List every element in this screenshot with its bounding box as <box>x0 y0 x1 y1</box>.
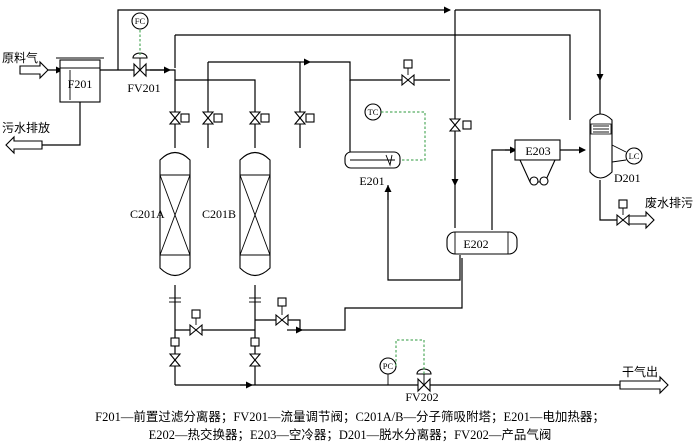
air-cooler-e203 <box>514 139 561 186</box>
flow-valve-label: FV201 <box>127 81 160 95</box>
sewage-label: 污水排放 <box>2 120 50 135</box>
heater-return-pipe <box>387 185 461 281</box>
pressure-controller-label: PC <box>383 361 394 371</box>
temp-controller-label: TC <box>368 107 379 117</box>
flow-controller <box>131 12 149 56</box>
heater-feed-pipe <box>310 61 450 81</box>
stream-arrows <box>5 60 669 395</box>
legend-line-2: E202—热交换器；E203—空冷器；D201—脱水分离器；FV202—产品气阀 <box>149 427 552 442</box>
valve-symbols <box>168 59 630 367</box>
pressure-controller <box>379 339 425 385</box>
adsorber-b-label: C201B <box>202 207 236 221</box>
exchanger-e202 <box>446 231 518 255</box>
e202-to-e203-pipe <box>491 149 515 230</box>
adsorber-a-label: C201A <box>130 207 165 221</box>
separator-label: D201 <box>614 171 641 185</box>
level-controller <box>611 144 643 165</box>
legend-line-1: F201—前置过滤分离器；FV201—流量调节阀；C201A/B—分子筛吸附塔；… <box>95 409 605 424</box>
air-cooler-label: E203 <box>525 144 550 158</box>
exchanger-label: E202 <box>463 237 488 251</box>
feed-arrow <box>19 60 49 80</box>
dry-gas-label: 干气出 <box>622 364 658 379</box>
temp-controller <box>364 103 426 161</box>
waste-water-arrow <box>627 210 655 230</box>
dry-gas-arrow <box>619 375 669 395</box>
heater-e201 <box>344 151 401 169</box>
top-main-pipe <box>455 9 601 120</box>
adsorber-c201b <box>239 151 271 277</box>
second-header-pipe <box>175 34 571 120</box>
sewage-arrow <box>5 135 43 155</box>
top-loop-pipe <box>117 9 432 70</box>
feed-label: 原料气 <box>2 50 38 65</box>
piping <box>14 6 640 389</box>
filter-f201 <box>56 57 104 103</box>
separator-d201 <box>589 113 613 179</box>
product-valve-label: FV202 <box>405 390 438 404</box>
level-controller-label: LC <box>629 151 640 161</box>
waste-water-label: 废水排污 <box>645 195 693 210</box>
to-e202-pipe <box>300 258 463 331</box>
flow-control-valve <box>132 52 148 78</box>
flow-controller-label: FC <box>135 16 146 26</box>
adsorber-c201a <box>159 151 191 277</box>
heater-label: E201 <box>359 174 384 188</box>
filter-label: F201 <box>68 77 93 91</box>
